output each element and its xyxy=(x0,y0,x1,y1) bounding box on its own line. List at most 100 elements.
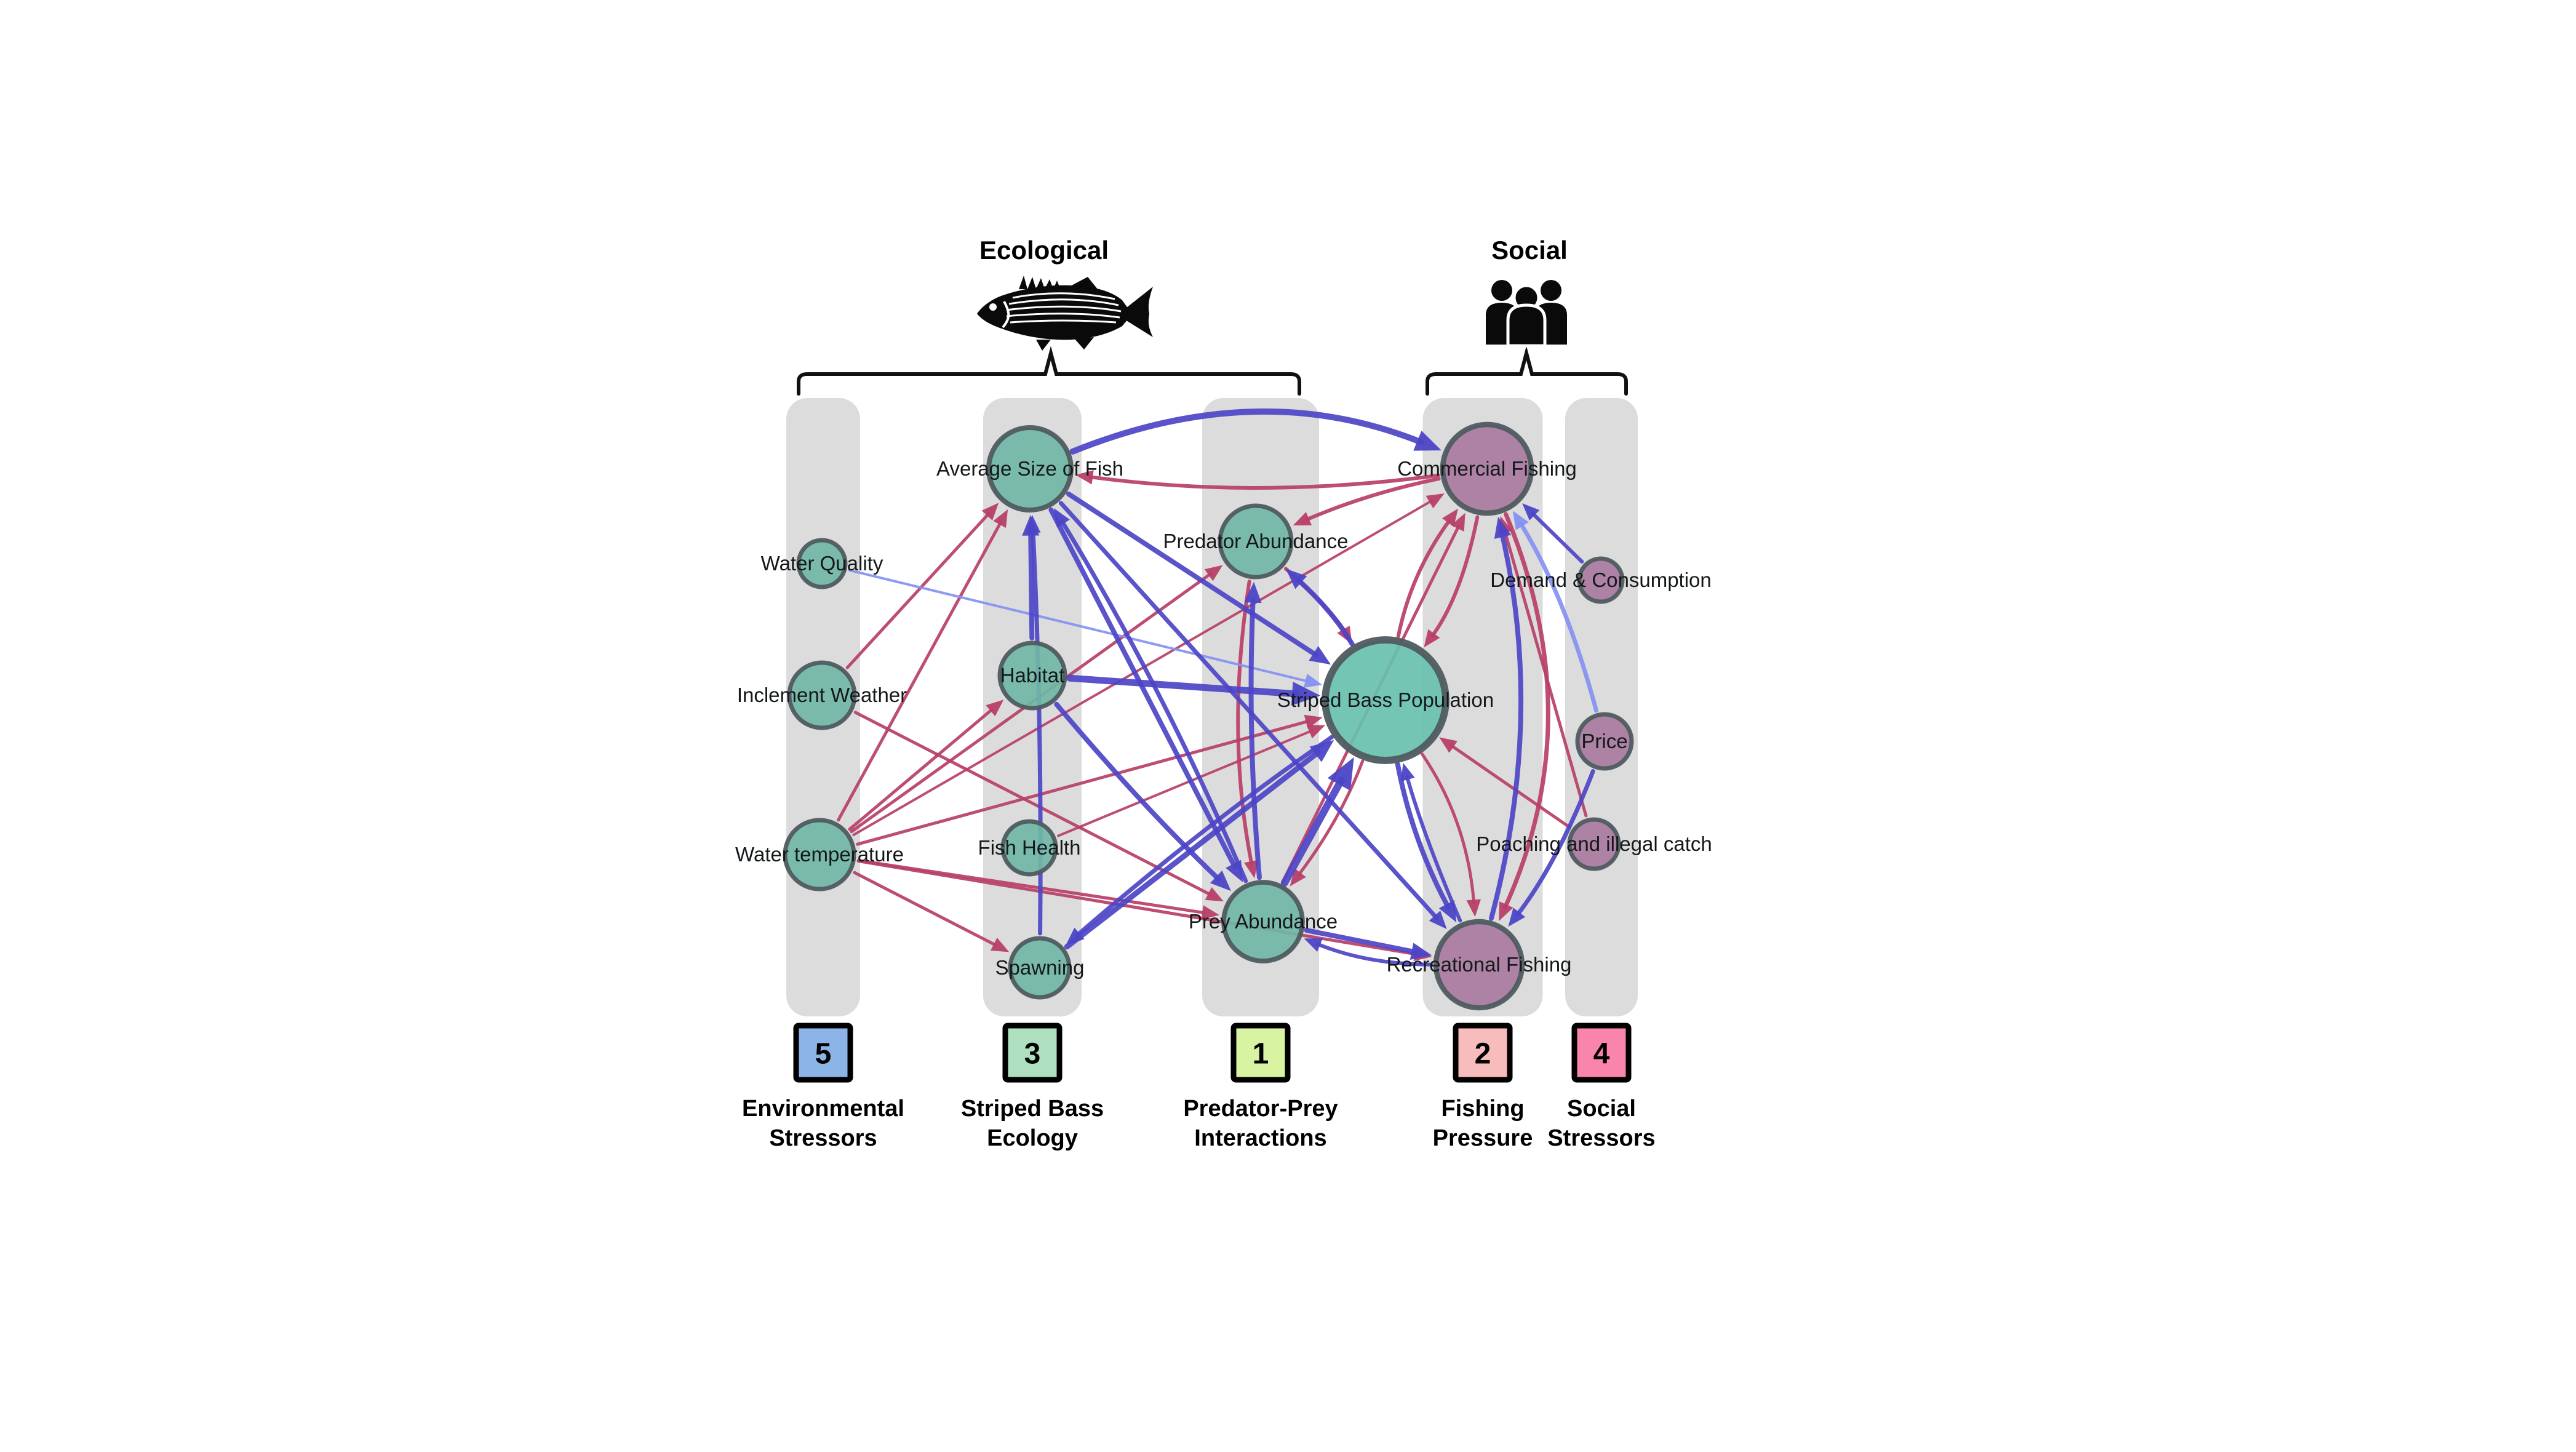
edge-arrowhead xyxy=(1204,565,1223,581)
edge-prey_abundance-predator_abundance xyxy=(1244,581,1262,880)
node-circle-predator_abundance xyxy=(1218,503,1294,580)
edge-price-commercial_fishing xyxy=(1512,511,1598,713)
legend-number-1: 1 xyxy=(1253,1037,1269,1070)
edge-demand_consumption-commercial_fishing xyxy=(1522,503,1584,564)
fish-dorsal-spines xyxy=(1019,276,1061,290)
edge-line xyxy=(1054,701,1221,882)
legend-label-line2-environmental-stressors: Stressors xyxy=(769,1125,877,1151)
edge-line xyxy=(1396,518,1451,639)
edge-arrowhead xyxy=(1439,737,1457,753)
edge-avg_size-recreational_fishing xyxy=(1058,501,1447,930)
fish-pelvic-fin xyxy=(1036,340,1051,351)
legend-label-line1-predator-prey-interactions: Predator-Prey xyxy=(1183,1096,1338,1122)
edge-line xyxy=(1449,744,1571,829)
edge-arrowhead xyxy=(1306,725,1326,739)
edge-commercial_fishing-striped_bass xyxy=(1424,515,1480,648)
edge-arrowhead xyxy=(1508,907,1526,927)
edge-arrowhead xyxy=(1522,503,1540,521)
legend-number-5: 5 xyxy=(815,1037,832,1070)
node-circle-avg_size xyxy=(986,425,1074,513)
legend-label-line1-social-stressors: Social xyxy=(1567,1096,1636,1122)
fish-anal-fin xyxy=(1074,337,1094,349)
node-circle-water_temperature xyxy=(783,818,856,892)
edge-line xyxy=(852,499,1434,836)
node-label-striped_bass: Striped Bass Population xyxy=(1277,688,1494,711)
edge-arrowhead xyxy=(1413,430,1442,451)
legend-box-3 xyxy=(1002,1023,1063,1083)
edge-line xyxy=(1304,477,1441,522)
edge-arrowhead xyxy=(1466,899,1481,917)
edge-line xyxy=(1048,507,1237,869)
edge-fish_health-striped_bass xyxy=(1057,725,1326,837)
edge-arrowhead xyxy=(1429,911,1447,930)
edge-avg_size-commercial_fishing xyxy=(1069,408,1442,455)
edge-line xyxy=(1489,531,1524,921)
edge-arrowhead xyxy=(1293,512,1312,525)
node-demand_consumption: Demand & Consumption xyxy=(1490,556,1712,604)
edge-line xyxy=(853,871,998,947)
node-label-prey_abundance: Prey Abundance xyxy=(1189,910,1338,933)
node-label-price: Price xyxy=(1581,730,1627,752)
legend-box-4 xyxy=(1571,1023,1632,1083)
edge-line xyxy=(1531,511,1584,564)
people-icon xyxy=(1486,280,1567,348)
edge-arrowhead xyxy=(1499,901,1513,921)
edge-line xyxy=(1069,408,1424,455)
edge-line xyxy=(856,860,1419,956)
node-habitat: Habitat xyxy=(997,640,1067,711)
brace-ecological xyxy=(797,346,1301,396)
legend-box-5 xyxy=(793,1023,853,1083)
legend-label-line2-fishing-pressure: Pressure xyxy=(1433,1125,1533,1151)
node-striped_bass: Striped Bass Population xyxy=(1277,636,1494,764)
legend-box-1 xyxy=(1230,1023,1291,1083)
node-water_temperature: Water temperature xyxy=(735,818,904,892)
legend-number-2: 2 xyxy=(1475,1037,1491,1070)
node-circle-demand_consumption xyxy=(1577,556,1625,604)
edge-arrowhead xyxy=(1512,511,1529,530)
edge-arrowhead xyxy=(1291,682,1321,706)
edge-arrowhead xyxy=(1304,674,1322,688)
edge-line xyxy=(1304,928,1418,955)
edge-arrowhead xyxy=(986,700,1004,717)
legend-number-4: 4 xyxy=(1593,1037,1610,1070)
node-price: Price xyxy=(1575,712,1634,771)
fish-icon xyxy=(977,276,1153,351)
edge-arrowhead xyxy=(1410,943,1432,960)
node-circle-fish_health xyxy=(1000,819,1058,877)
edge-arrowhead xyxy=(1066,927,1085,946)
person-front-body xyxy=(1506,303,1547,348)
node-circle-habitat xyxy=(997,640,1067,711)
edges-layer xyxy=(837,408,1598,967)
edge-prey_abundance-striped_bass xyxy=(1280,757,1354,887)
edge-line xyxy=(848,568,1309,683)
edge-line xyxy=(1280,776,1345,887)
node-avg_size: Average Size of Fish xyxy=(936,425,1123,513)
edge-arrowhead xyxy=(1400,763,1415,782)
edge-line xyxy=(845,512,991,669)
edge-arrowhead xyxy=(1304,938,1323,952)
fish-stripe-1 xyxy=(1012,292,1115,300)
edge-water_temperature-habitat xyxy=(848,700,1004,831)
edge-spawning-striped_bass xyxy=(1064,740,1334,950)
edge-line xyxy=(1057,729,1314,837)
node-predator_abundance: Predator Abundance xyxy=(1163,503,1348,580)
node-label-fish_health: Fish Health xyxy=(978,836,1081,859)
edge-arrowhead xyxy=(1442,508,1458,527)
person-back-left-head xyxy=(1491,280,1512,301)
edge-striped_bass-commercial_fishing xyxy=(1396,508,1458,639)
legend-number-3: 3 xyxy=(1024,1037,1041,1070)
edge-arrowhead xyxy=(1025,514,1041,533)
edge-line xyxy=(1515,769,1595,917)
node-label-avg_size: Average Size of Fish xyxy=(936,457,1123,480)
node-label-poaching: Poaching and illegal catch xyxy=(1476,832,1712,855)
edge-poaching-striped_bass xyxy=(1439,737,1571,829)
edge-arrowhead xyxy=(1285,568,1307,589)
edge-habitat-prey_abundance xyxy=(1054,701,1231,892)
edge-line xyxy=(1297,759,1365,877)
edge-arrowhead xyxy=(1327,757,1354,791)
edge-arrowhead xyxy=(1426,493,1445,509)
